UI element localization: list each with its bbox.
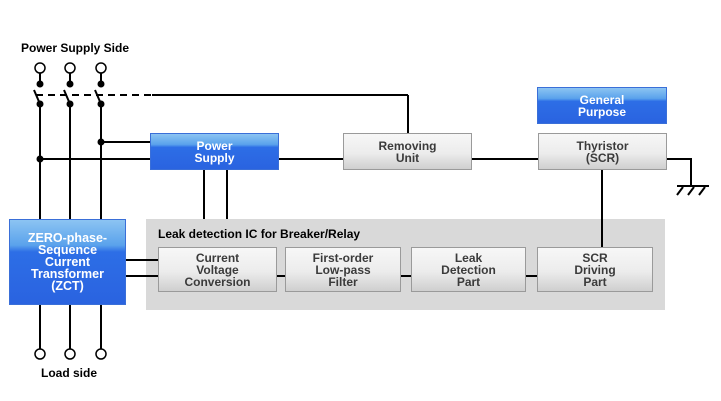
thyristor-block: Thyristor (SCR) — [538, 133, 667, 170]
junction-dot-icon — [36, 155, 44, 163]
load-side-label: Load side — [41, 366, 98, 380]
junction-dot-icon — [97, 138, 105, 146]
lowpass-filter-block: First-order Low-pass Filter — [285, 247, 401, 292]
terminal-icon — [34, 348, 46, 360]
general-purpose-block: General Purpose — [537, 87, 667, 124]
scr-driving-part-block: SCR Driving Part — [537, 247, 653, 292]
terminal-icon — [95, 348, 107, 360]
power-supply-block: Power Supply — [150, 133, 279, 170]
terminal-icon — [95, 62, 107, 74]
leak-detection-part-block: Leak Detection Part — [411, 247, 526, 292]
terminal-icon — [64, 62, 76, 74]
terminal-icon — [34, 62, 46, 74]
ic-group-label: Leak detection IC for Breaker/Relay — [158, 227, 361, 241]
current-voltage-conversion-block: Current Voltage Conversion — [158, 247, 277, 292]
removing-unit-block: Removing Unit — [343, 133, 472, 170]
terminal-icon — [64, 348, 76, 360]
power-supply-side-label: Power Supply Side — [21, 41, 130, 55]
thyristor-to-ground — [667, 158, 692, 186]
zct-block: ZERO-phase- Sequence Current Transformer… — [9, 219, 126, 305]
